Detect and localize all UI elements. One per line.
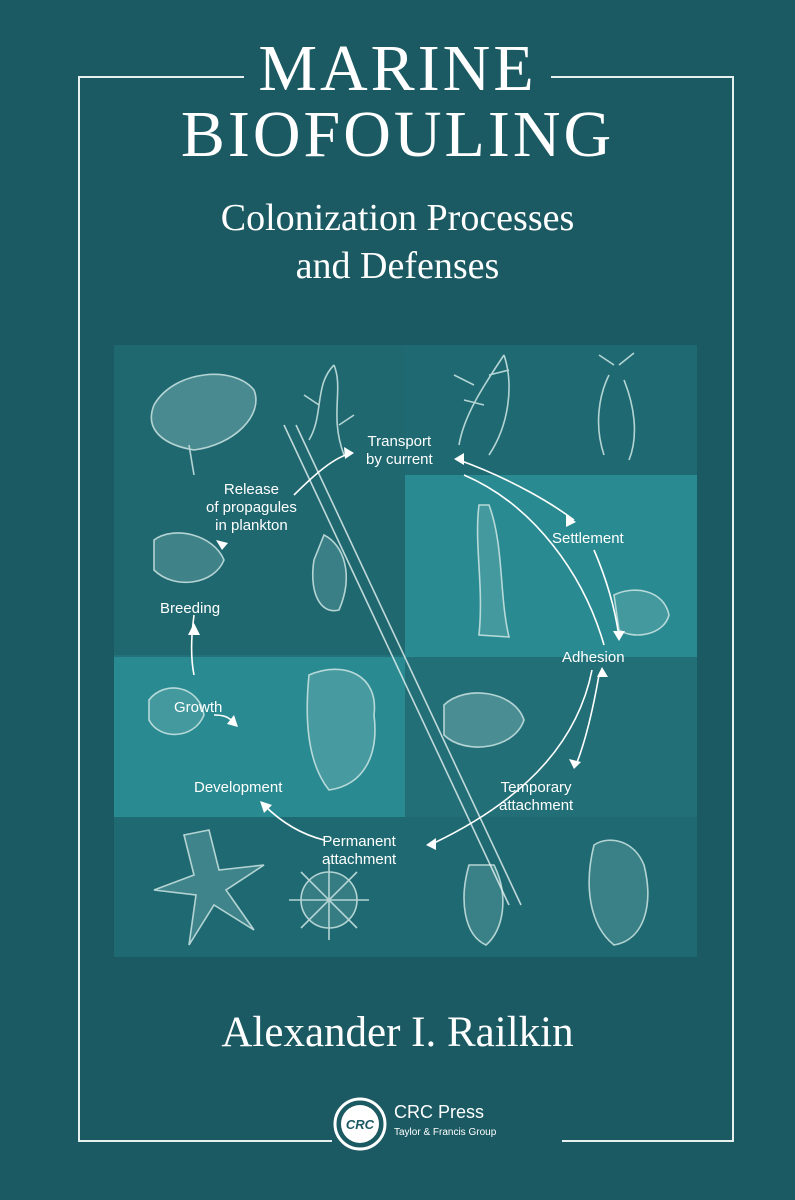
label-temporary: Temporary attachment xyxy=(499,779,573,815)
label-release-line2: of propagules xyxy=(206,499,297,516)
label-transport-line2: by current xyxy=(366,451,433,468)
label-transport: Transport by current xyxy=(366,433,433,469)
figure-artwork xyxy=(114,345,697,957)
label-growth: Growth xyxy=(174,699,223,716)
label-temporary-line2: attachment xyxy=(499,797,574,814)
title-line-2: BIOFOULING xyxy=(176,102,619,168)
label-permanent-line1: Permanent xyxy=(322,833,396,850)
label-permanent: Permanent attachment xyxy=(322,833,396,869)
label-release-line1: Release xyxy=(223,481,279,498)
subtitle-line-1: Colonization Processes xyxy=(220,197,575,239)
label-breeding: Breeding xyxy=(160,600,221,617)
colonization-cycle-figure: Transport by current Release of propagul… xyxy=(114,345,697,957)
label-permanent-line2: attachment xyxy=(322,851,397,868)
publisher-name: CRC Press xyxy=(394,1102,485,1122)
label-transport-line1: Transport xyxy=(367,433,432,450)
crc-logo-text: CRC xyxy=(346,1117,375,1132)
label-temporary-line1: Temporary xyxy=(500,779,572,796)
publisher-group: Taylor & Francis Group xyxy=(394,1127,497,1138)
title-block: MARINE BIOFOULING xyxy=(60,36,735,168)
author-name: Alexander I. Railkin xyxy=(221,1009,574,1056)
label-adhesion: Adhesion xyxy=(562,649,625,666)
label-release: Release of propagules in plankton xyxy=(206,481,297,535)
crc-logo-icon: CRC xyxy=(333,1097,387,1151)
title-line-1: MARINE xyxy=(244,36,551,102)
label-settlement: Settlement xyxy=(552,530,624,547)
publisher-block: CRC CRC Press Taylor & Francis Group xyxy=(332,1094,562,1154)
subtitle-line-2: and Defenses xyxy=(295,245,500,287)
label-release-line3: in plankton xyxy=(215,517,288,534)
label-development: Development xyxy=(194,779,283,796)
